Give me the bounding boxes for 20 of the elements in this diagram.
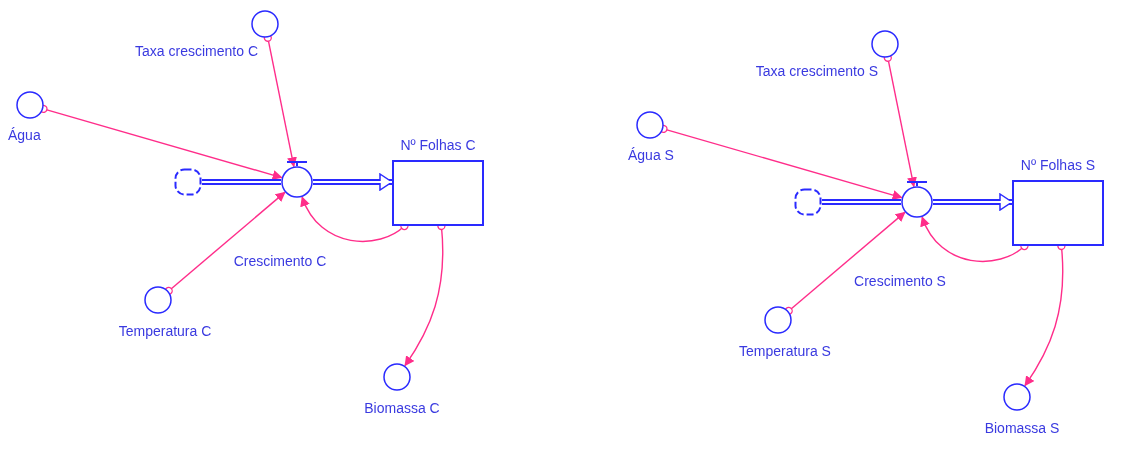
variable-label: Taxa crescimento S (754, 62, 878, 80)
flow-pipe (933, 193, 1013, 211)
variable-label: Nº Folhas S (1019, 156, 1097, 174)
variable-label: Temperatura S (738, 342, 832, 360)
connector-arrow (301, 196, 409, 243)
flow-pipe (313, 173, 393, 191)
variable-label: Água (8, 126, 42, 144)
connector-arrow (784, 211, 906, 316)
variable-label: Biomassa S (983, 419, 1061, 437)
variable-label: Temperatura C (117, 322, 213, 340)
variable-label: Nº Folhas C (399, 136, 477, 154)
flow-pipe (202, 179, 281, 185)
connector-arrow (921, 216, 1029, 263)
connector-arrow (164, 191, 286, 296)
variable-label: Biomassa C (363, 399, 441, 417)
variable-label: Taxa crescimento C (134, 42, 258, 60)
flow-pipe (822, 199, 901, 205)
variable-label: Crescimento C (232, 252, 328, 270)
variable-label: Água S (628, 146, 675, 164)
variable-label: Crescimento S (853, 272, 947, 290)
